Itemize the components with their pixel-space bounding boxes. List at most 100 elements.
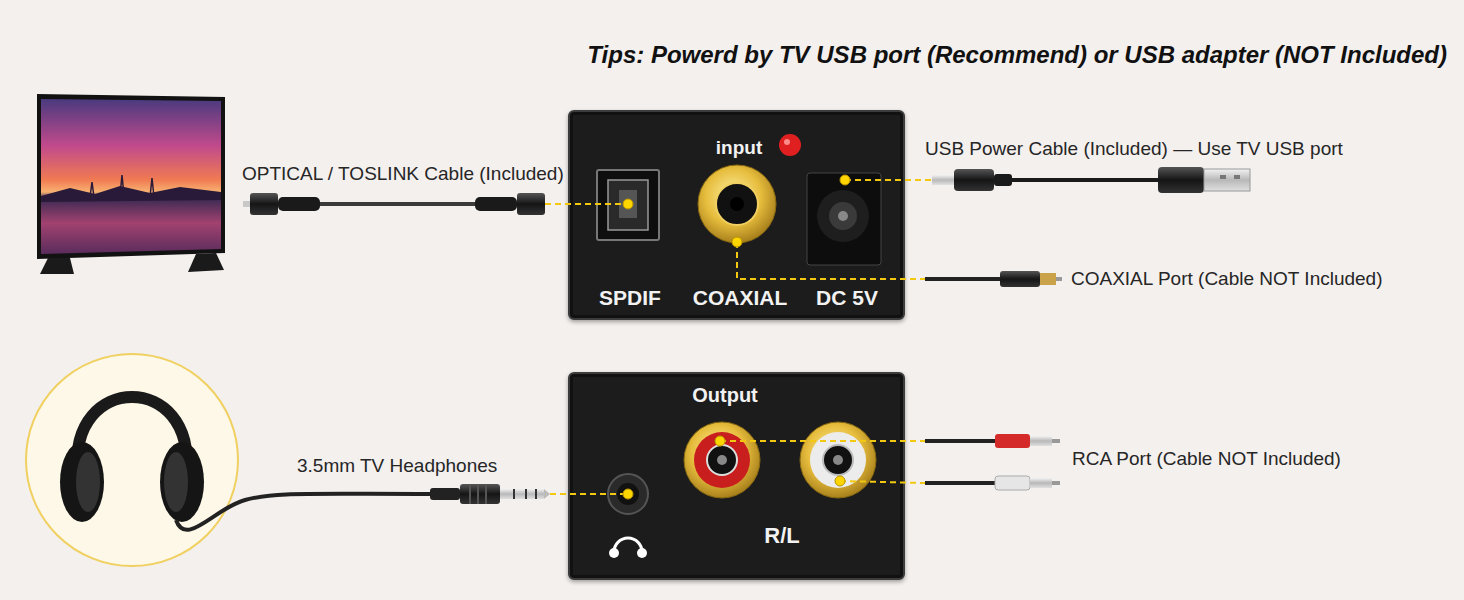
usb-plug-slot bbox=[1234, 175, 1240, 179]
headphones-circle bbox=[26, 354, 238, 566]
converter-input-panel: inputSPDIF COAXIAL DC 5V bbox=[568, 110, 905, 320]
optical-port bbox=[597, 170, 659, 240]
cable-label: OPTICAL / TOSLINK Cable (Included) bbox=[242, 163, 564, 186]
headphones-illustration bbox=[26, 354, 550, 566]
headphone-icon-cup bbox=[637, 548, 647, 558]
jack-plug-rings bbox=[514, 489, 536, 499]
leader-dot bbox=[840, 175, 850, 185]
usb-plug-body bbox=[1158, 167, 1204, 193]
coaxial-jack-hole bbox=[716, 183, 758, 225]
plug-strain-relief bbox=[994, 174, 1012, 186]
panel-label: SPDIF bbox=[599, 286, 661, 309]
jack-plug-metal bbox=[500, 489, 544, 499]
leader-line bbox=[720, 440, 925, 442]
leader-line bbox=[545, 203, 628, 205]
plug-body bbox=[517, 193, 545, 215]
panel-label: DC 5V bbox=[816, 286, 878, 309]
rca-plug-red bbox=[995, 434, 1030, 448]
headphones-cup bbox=[60, 442, 104, 522]
tv-screen bbox=[41, 99, 221, 254]
leader-line bbox=[737, 242, 925, 279]
coaxial-jack-center bbox=[730, 197, 744, 211]
rca-plug-pin bbox=[1052, 481, 1060, 485]
barrel-tip bbox=[932, 175, 954, 185]
leader-dots bbox=[623, 175, 850, 499]
jack-plug-body bbox=[460, 484, 500, 504]
converter-output-panel: OutputR/L bbox=[568, 372, 905, 580]
tv-horizon bbox=[41, 186, 221, 202]
coaxial-jack bbox=[698, 165, 776, 243]
rca-plug-metal bbox=[1040, 273, 1056, 285]
led-highlight bbox=[784, 139, 790, 145]
input-led bbox=[779, 134, 801, 156]
plug-tip bbox=[243, 201, 251, 207]
barrel-body bbox=[954, 169, 994, 191]
optical-port-inner bbox=[608, 180, 648, 230]
usb-plug-slot bbox=[1220, 175, 1226, 179]
leader-line bbox=[845, 179, 932, 181]
tv-stand-right bbox=[188, 253, 224, 272]
leader-dot bbox=[623, 489, 633, 499]
tv-stand-left bbox=[40, 258, 74, 274]
optical-cable bbox=[243, 193, 545, 215]
cable-wire bbox=[320, 202, 475, 206]
diagram-title: Tips: Powerd by TV USB port (Recommend) … bbox=[587, 41, 1447, 70]
rca-plug-metal bbox=[1030, 478, 1052, 488]
leader-line bbox=[550, 493, 628, 495]
plug-strain-relief bbox=[278, 197, 320, 211]
cable-wire bbox=[925, 439, 995, 443]
leader-line bbox=[840, 481, 925, 483]
cable-wire bbox=[925, 277, 1000, 281]
panel-label: COAXIAL bbox=[693, 286, 788, 309]
jack-plug-grip bbox=[470, 484, 486, 504]
cable-label: COAXIAL Port (Cable NOT Included) bbox=[1071, 268, 1383, 291]
rca-jack-red bbox=[684, 422, 760, 498]
headphones-cup-inner bbox=[76, 452, 100, 512]
leader-dot bbox=[732, 237, 742, 247]
cable-label: USB Power Cable (Included) — Use TV USB … bbox=[925, 138, 1343, 161]
dc-jack-socket bbox=[817, 190, 869, 242]
cable-label: RCA Port (Cable NOT Included) bbox=[1072, 448, 1341, 471]
optical-port-window bbox=[619, 190, 637, 218]
plug-strain-relief bbox=[430, 488, 460, 500]
cable-label: 3.5mm TV Headphones bbox=[297, 455, 497, 478]
headphones-cable bbox=[176, 494, 432, 530]
leader-dot bbox=[623, 199, 633, 209]
plug-strain-relief bbox=[475, 197, 517, 211]
rca-plug-pin bbox=[1052, 439, 1060, 443]
rca-cables bbox=[925, 434, 1060, 490]
rca-plug-pin bbox=[1056, 277, 1062, 281]
headphones-cup-inner bbox=[164, 452, 188, 512]
rca-jack-pin bbox=[833, 455, 843, 465]
rca-jack-white-ring bbox=[810, 432, 866, 488]
cable-wire bbox=[1012, 178, 1160, 182]
panel-label: R/L bbox=[764, 524, 799, 548]
dc-power-jack bbox=[807, 173, 881, 265]
leader-dot bbox=[835, 476, 845, 486]
rca-jack-hole bbox=[707, 445, 737, 475]
coaxial-cable bbox=[925, 271, 1062, 287]
cable-wire bbox=[925, 481, 995, 485]
rca-jack-red-ring bbox=[694, 432, 750, 488]
rca-plug-white bbox=[995, 476, 1030, 490]
rca-plug-body bbox=[1000, 271, 1040, 287]
panel-label: input bbox=[716, 138, 762, 159]
headphone-jack bbox=[608, 474, 648, 514]
leader-dot bbox=[715, 436, 725, 446]
headphone-icon-band bbox=[614, 538, 642, 552]
headphones-cup bbox=[160, 442, 204, 522]
usb-power-cable bbox=[932, 167, 1250, 193]
rca-plug-metal bbox=[1030, 436, 1052, 446]
jack-plug-tip bbox=[544, 489, 550, 499]
usb-plug-metal bbox=[1204, 169, 1250, 191]
headphone-icon-cup bbox=[609, 548, 619, 558]
dc-jack-pin bbox=[838, 211, 848, 221]
plug-body bbox=[250, 193, 278, 215]
panel-label: Output bbox=[692, 384, 758, 406]
tv-illustration bbox=[37, 94, 225, 274]
leader-lines bbox=[545, 180, 932, 494]
tv-boat-masts bbox=[90, 175, 154, 197]
dc-jack-ring bbox=[829, 202, 857, 230]
